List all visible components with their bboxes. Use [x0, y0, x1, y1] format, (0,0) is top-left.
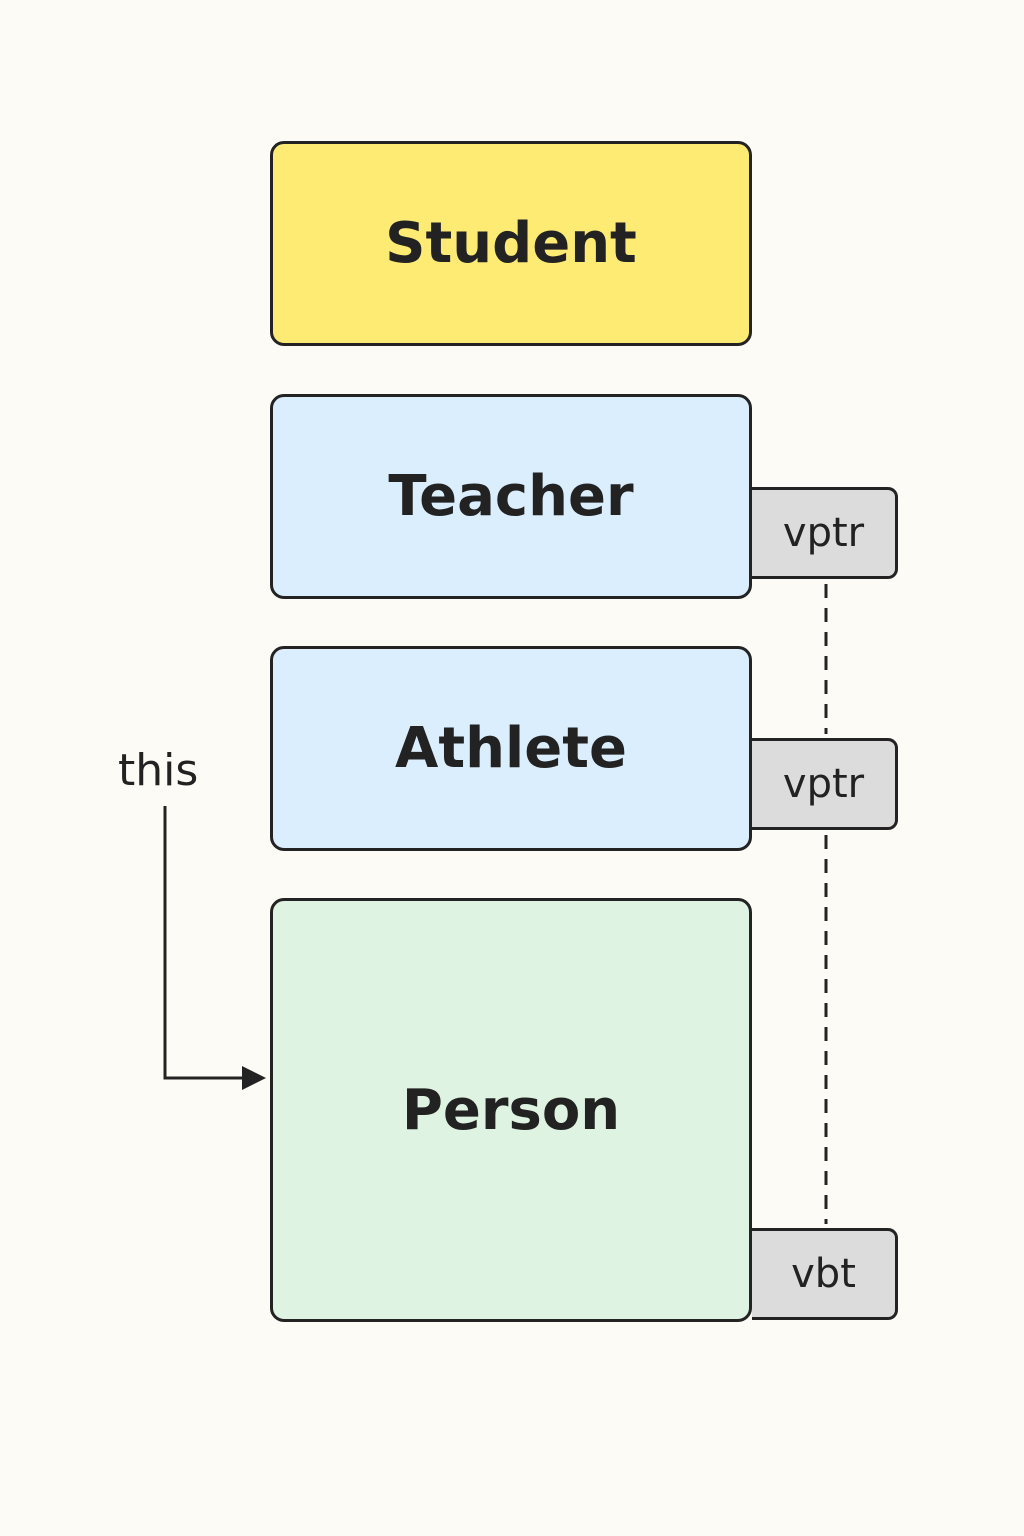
this-arrow-line: [163, 806, 244, 1080]
teacher-label: Teacher: [388, 464, 634, 529]
athlete-vptr-label: vptr: [782, 761, 865, 807]
teacher-vptr-label: vptr: [782, 510, 865, 556]
teacher-vptr-tag: vptr: [752, 487, 898, 579]
person-block: Person: [270, 898, 752, 1322]
person-label: Person: [401, 1077, 621, 1143]
person-vbt-label: vbt: [791, 1251, 856, 1297]
athlete-vptr-tag: vptr: [752, 738, 898, 830]
teacher-block: Teacher: [270, 394, 752, 599]
person-vbt-tag: vbt: [752, 1228, 898, 1320]
student-label: Student: [385, 211, 637, 276]
student-block: Student: [270, 141, 752, 346]
this-arrow-head: [242, 1066, 266, 1090]
athlete-block: Athlete: [270, 646, 752, 851]
this-pointer-label: this: [118, 745, 199, 796]
athlete-label: Athlete: [395, 716, 627, 781]
